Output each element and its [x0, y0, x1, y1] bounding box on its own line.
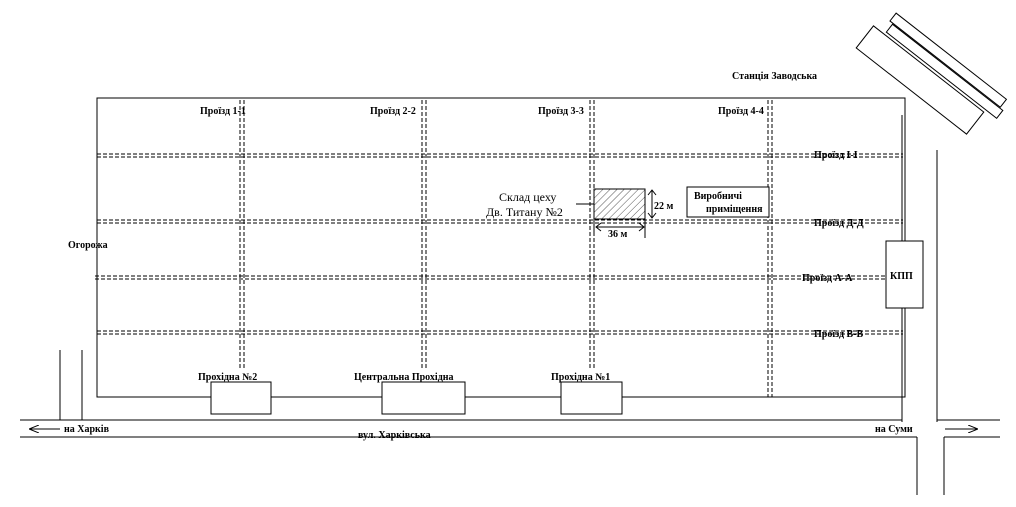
gate-2-label: Прохідна №2	[198, 372, 257, 383]
gate-1-label: Прохідна №1	[551, 372, 610, 383]
dimension-lines	[593, 189, 657, 238]
warehouse-label-line2: Дв. Титану №2	[486, 205, 563, 219]
warehouse-height-label: 22 м	[654, 201, 674, 212]
fence-label: Огорожа	[68, 240, 108, 251]
checkpoint-box	[885, 240, 924, 309]
street-label: вул. Харківська	[358, 430, 431, 441]
gate-2-box	[210, 381, 272, 415]
central-gate-label: Центральна Прохідна	[354, 372, 454, 383]
production-box	[686, 186, 770, 218]
passage-3-3-label: Проїзд 3-3	[538, 106, 584, 117]
passage-4-4-label: Проїзд 4-4	[718, 106, 764, 117]
to-sumy-label: на Суми	[875, 424, 913, 435]
central-gate-box	[381, 381, 466, 415]
passage-i-i-label: Проїзд I-I	[814, 150, 858, 161]
station-label: Станція Заводська	[732, 71, 817, 82]
passage-2-2-label: Проїзд 2-2	[370, 106, 416, 117]
passage-1-1-label: Проїзд 1-1	[200, 106, 246, 117]
warehouse-label-line1: Склад цеху	[499, 190, 556, 204]
to-kharkiv-label: на Харків	[64, 424, 110, 435]
gate-1-box	[560, 381, 623, 415]
production-label-line2: приміщення	[706, 204, 763, 215]
horizontal-passages	[95, 153, 903, 335]
station-building	[855, 12, 1008, 135]
warehouse-width-label: 36 м	[608, 229, 628, 240]
warehouse-area	[593, 188, 646, 220]
plant-boundary	[96, 97, 906, 398]
production-label-line1: Виробничі	[694, 191, 742, 202]
passage-a-a-label: Проїзд А-А	[802, 273, 853, 284]
passage-d-d-label: Проїзд Д-Д	[814, 218, 864, 229]
checkpoint-label: КПП	[890, 271, 913, 282]
passage-v-v-label: Проїзд В-В	[814, 329, 864, 340]
vertical-passages	[239, 100, 773, 397]
